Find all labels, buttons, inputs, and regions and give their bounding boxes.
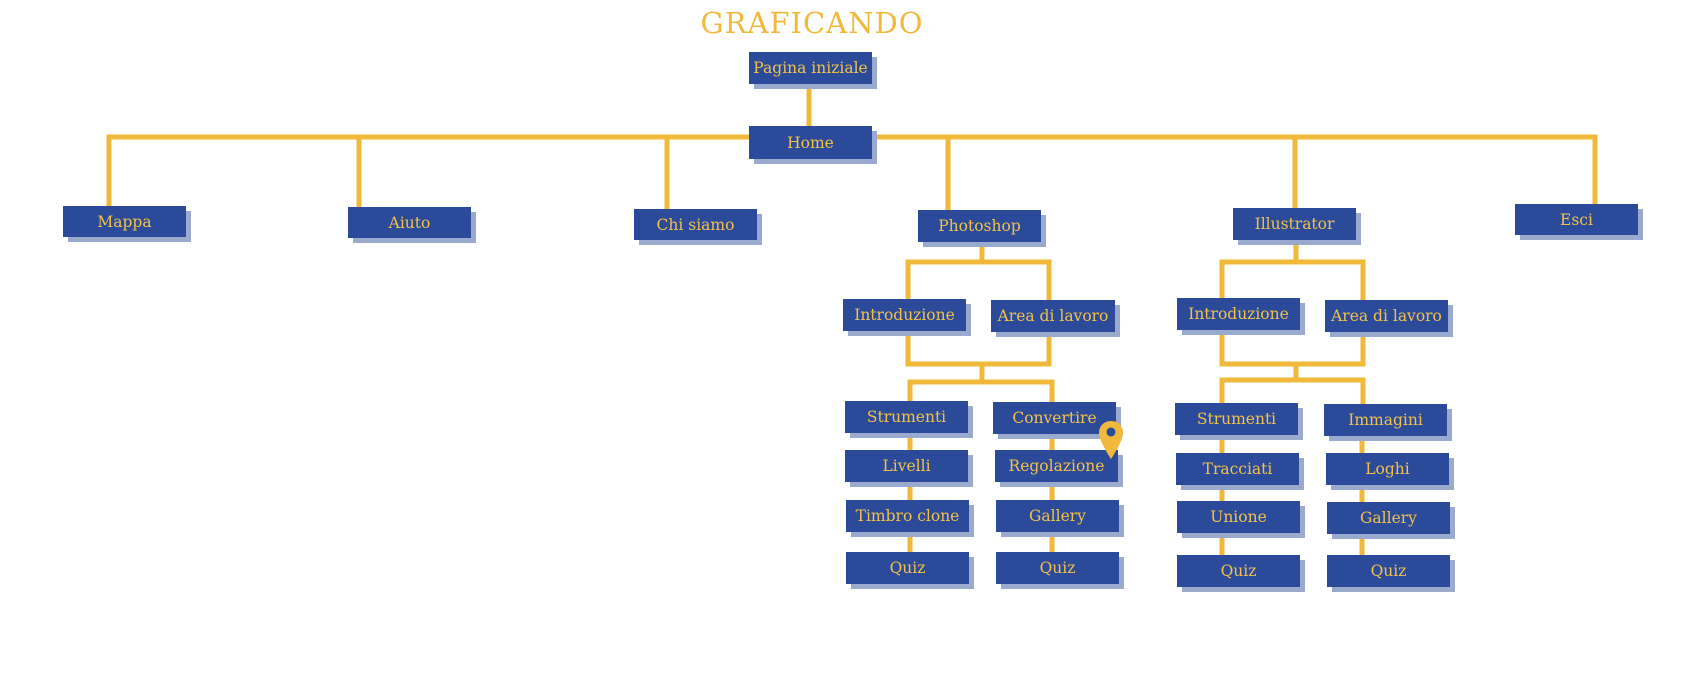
node-photoshop-strumenti[interactable]: Strumenti: [845, 401, 968, 433]
node-photoshop-area-di-lavoro[interactable]: Area di lavoro: [991, 300, 1115, 332]
node-illustrator-introduzione[interactable]: Introduzione: [1177, 298, 1300, 330]
node-illustrator-tracciati[interactable]: Tracciati: [1176, 453, 1299, 485]
node-esci[interactable]: Esci: [1515, 204, 1638, 235]
node-illustrator-quiz-left[interactable]: Quiz: [1177, 555, 1300, 587]
node-illustrator-unione[interactable]: Unione: [1177, 501, 1300, 533]
node-illustrator-loghi[interactable]: Loghi: [1326, 453, 1449, 485]
node-photoshop-regolazione[interactable]: Regolazione: [995, 450, 1118, 482]
node-illustrator-strumenti[interactable]: Strumenti: [1175, 403, 1298, 435]
node-photoshop-convertire[interactable]: Convertire: [993, 402, 1116, 434]
node-mappa[interactable]: Mappa: [63, 206, 186, 237]
node-photoshop-introduzione[interactable]: Introduzione: [843, 299, 966, 331]
node-illustrator-immagini[interactable]: Immagini: [1324, 404, 1447, 436]
node-photoshop-quiz-left[interactable]: Quiz: [846, 552, 969, 584]
node-illustrator-quiz-right[interactable]: Quiz: [1327, 555, 1450, 587]
node-illustrator-area-di-lavoro[interactable]: Area di lavoro: [1325, 300, 1448, 332]
node-illustrator[interactable]: Illustrator: [1233, 208, 1356, 240]
site-title: GRAFICANDO: [700, 6, 924, 40]
node-home[interactable]: Home: [749, 126, 872, 159]
node-photoshop-livelli[interactable]: Livelli: [845, 450, 968, 482]
location-pin-icon: [1099, 421, 1123, 459]
node-photoshop-quiz-right[interactable]: Quiz: [996, 552, 1119, 584]
node-chi-siamo[interactable]: Chi siamo: [634, 209, 757, 240]
node-illustrator-gallery[interactable]: Gallery: [1327, 502, 1450, 534]
node-photoshop[interactable]: Photoshop: [918, 210, 1041, 242]
node-photoshop-timbro-clone[interactable]: Timbro clone: [846, 500, 969, 532]
node-pagina-iniziale[interactable]: Pagina iniziale: [749, 52, 872, 84]
node-aiuto[interactable]: Aiuto: [348, 207, 471, 238]
node-photoshop-gallery[interactable]: Gallery: [996, 500, 1119, 532]
